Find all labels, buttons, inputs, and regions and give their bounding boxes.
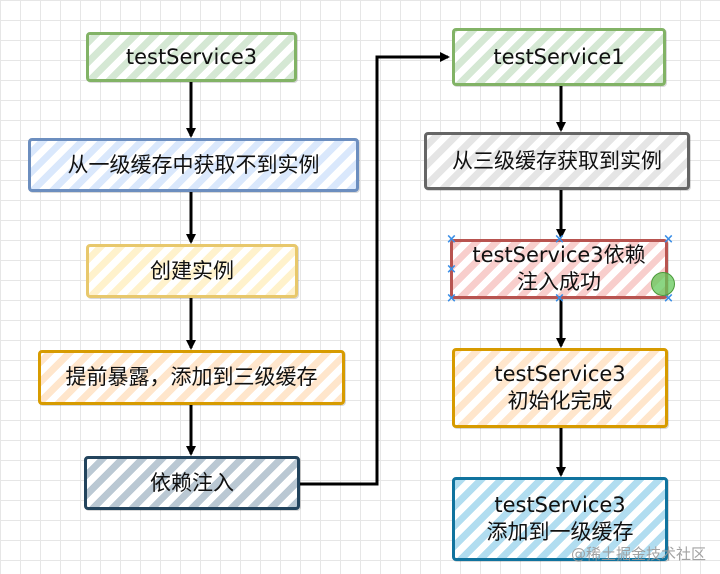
selection-handle-nw[interactable]: × — [446, 232, 457, 247]
node-early-expose[interactable]: 提前暴露，添加到三级缓存 — [38, 350, 345, 405]
node-testservice3[interactable]: testService3 — [86, 32, 297, 82]
node-dependency-injection[interactable]: 依赖注入 — [84, 456, 300, 510]
node-add-to-l1-cache[interactable]: testService3 添加到一级缓存 — [452, 477, 668, 561]
selection-handle-se[interactable]: × — [663, 291, 674, 306]
node-l1-cache-miss[interactable]: 从一级缓存中获取不到实例 — [28, 138, 359, 192]
selection-handle-s[interactable]: × — [554, 291, 565, 306]
node-injection-success[interactable]: testService3依赖 注入成功 — [450, 239, 668, 299]
node-init-complete[interactable]: testService3 初始化完成 — [452, 348, 668, 428]
selection-handle-sw[interactable]: × — [446, 291, 457, 306]
watermark-text: @稀土掘金技术社区 — [570, 545, 706, 563]
selection-handle-w[interactable]: × — [446, 262, 457, 277]
node-l3-cache-hit[interactable]: 从三级缓存获取到实例 — [424, 132, 690, 190]
arrow-inject-to-ts1 — [300, 52, 450, 486]
node-create-instance[interactable]: 创建实例 — [86, 244, 298, 298]
node-testservice1[interactable]: testService1 — [452, 28, 666, 86]
selection-handle-n[interactable]: × — [554, 232, 565, 247]
selection-handle-ne[interactable]: × — [663, 232, 674, 247]
rotate-handle[interactable] — [651, 272, 675, 296]
